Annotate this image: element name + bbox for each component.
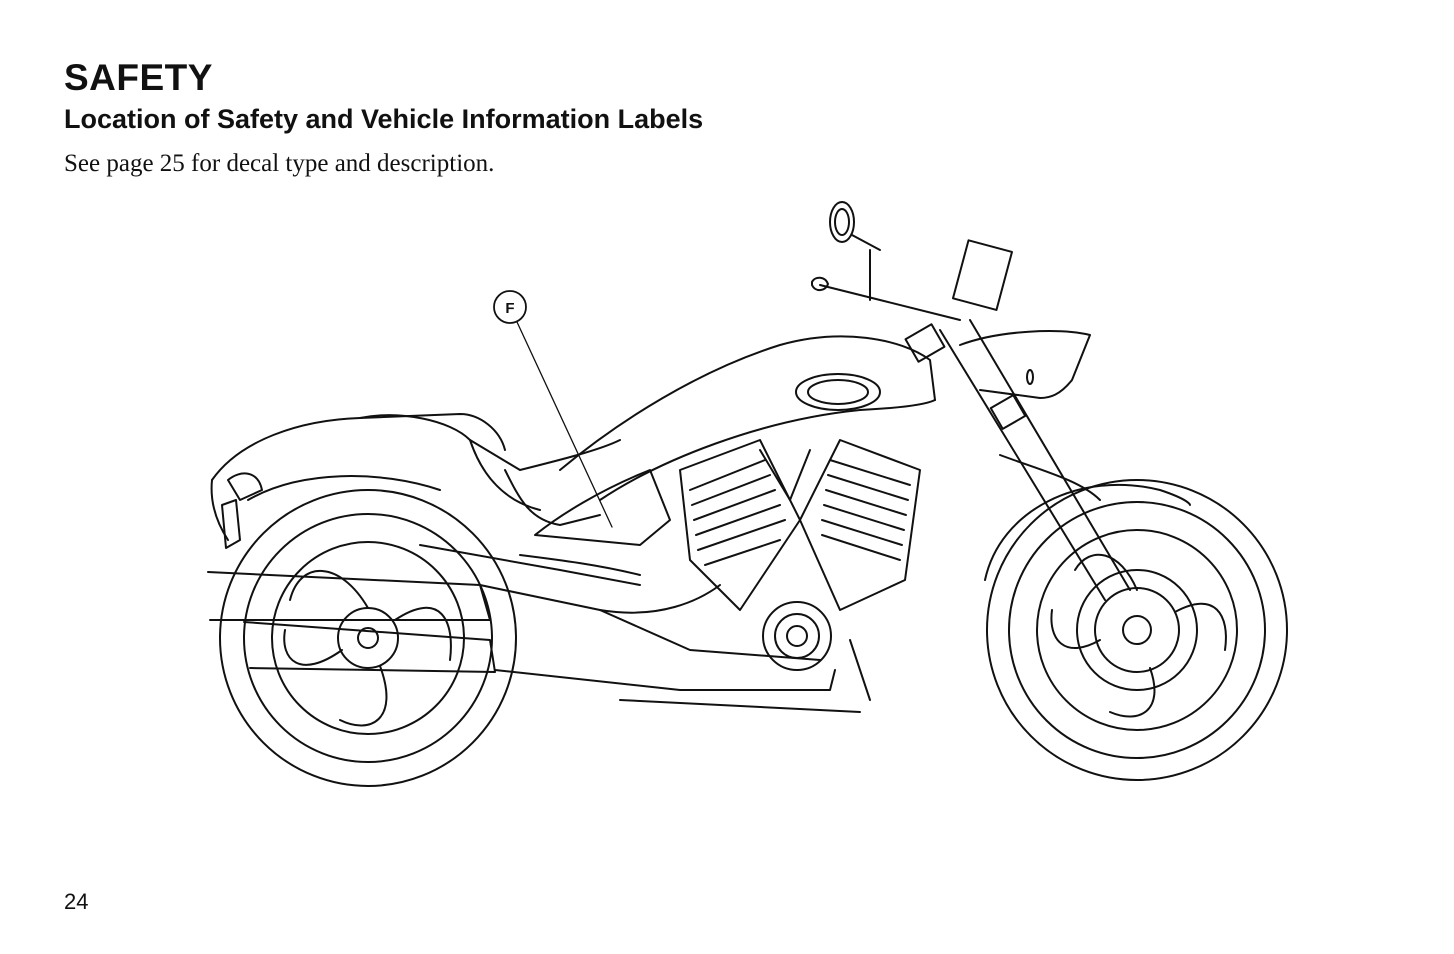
callout-letter-f: F <box>505 300 514 317</box>
rear-wheel <box>219 489 517 787</box>
subsection-title: Location of Safety and Vehicle Informati… <box>64 104 704 134</box>
front-wheel <box>986 479 1288 781</box>
seat <box>359 414 621 526</box>
label-f-callout: F <box>493 290 613 528</box>
handlebars <box>811 201 1013 321</box>
front-fork <box>904 319 1191 601</box>
section-title: SAFETY <box>64 57 213 98</box>
headlight-cowl <box>959 330 1091 399</box>
exhaust <box>207 571 836 691</box>
intro-text: See page 25 for decal type and descripti… <box>64 150 495 177</box>
fuel-tank <box>559 335 936 501</box>
side-cover <box>534 469 671 546</box>
frame <box>419 544 871 713</box>
rear-fender <box>210 413 506 549</box>
engine <box>679 439 921 671</box>
page-number: 24 <box>64 889 89 914</box>
